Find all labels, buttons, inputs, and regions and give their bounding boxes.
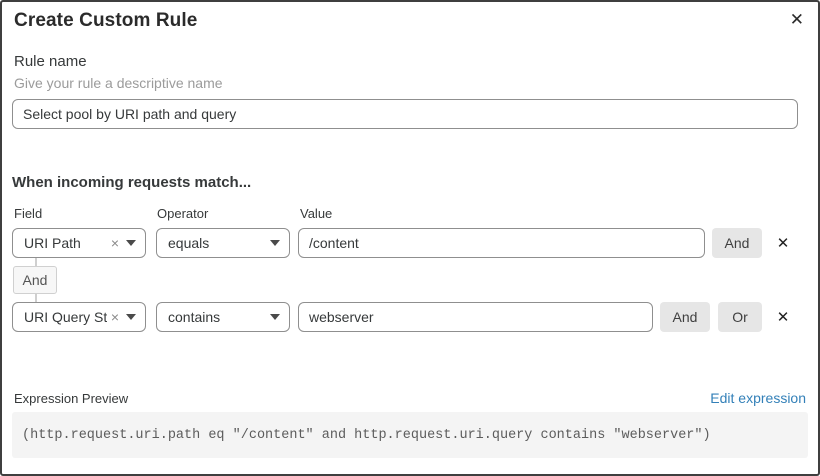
operator-select-value: equals — [168, 235, 210, 251]
field-select[interactable]: URI Query St... × — [12, 302, 146, 332]
edit-expression-link[interactable]: Edit expression — [710, 390, 806, 406]
remove-condition-icon[interactable]: ✕ — [776, 309, 790, 326]
chevron-down-icon — [126, 314, 136, 320]
value-column-label: Value — [300, 206, 333, 221]
expression-preview-box: (http.request.uri.path eq "/content" and… — [12, 412, 808, 458]
operator-select[interactable]: contains — [156, 302, 290, 332]
clear-icon[interactable]: × — [110, 309, 119, 325]
expression-preview-label: Expression Preview — [14, 391, 129, 406]
chevron-down-icon — [126, 240, 136, 246]
rule-name-input[interactable] — [12, 99, 798, 129]
dialog-title: Create Custom Rule — [14, 10, 198, 31]
expression-code: (http.request.uri.path eq "/content" and… — [22, 427, 711, 443]
and-button[interactable]: And — [712, 228, 762, 258]
chevron-down-icon — [270, 240, 280, 246]
value-input[interactable] — [298, 228, 705, 258]
field-select[interactable]: URI Path × — [12, 228, 146, 258]
connector-line — [35, 258, 37, 268]
match-heading: When incoming requests match... — [12, 174, 252, 191]
field-select-value: URI Path — [24, 235, 81, 251]
remove-condition-icon[interactable]: ✕ — [776, 235, 790, 252]
clear-icon[interactable]: × — [110, 235, 119, 251]
value-input[interactable] — [298, 302, 653, 332]
rule-name-label: Rule name — [14, 53, 87, 70]
operator-select-value: contains — [168, 309, 221, 325]
operator-select[interactable]: equals — [156, 228, 290, 258]
close-icon[interactable]: ✕ — [789, 10, 804, 29]
operator-column-label: Operator — [157, 206, 209, 221]
connector-line — [35, 293, 37, 303]
connector-and-badge[interactable]: And — [13, 266, 57, 294]
rule-name-hint: Give your rule a descriptive name — [14, 75, 223, 91]
or-button[interactable]: Or — [718, 302, 762, 332]
field-column-label: Field — [14, 206, 43, 221]
and-button[interactable]: And — [660, 302, 710, 332]
field-select-value: URI Query St... — [24, 309, 107, 325]
chevron-down-icon — [270, 314, 280, 320]
